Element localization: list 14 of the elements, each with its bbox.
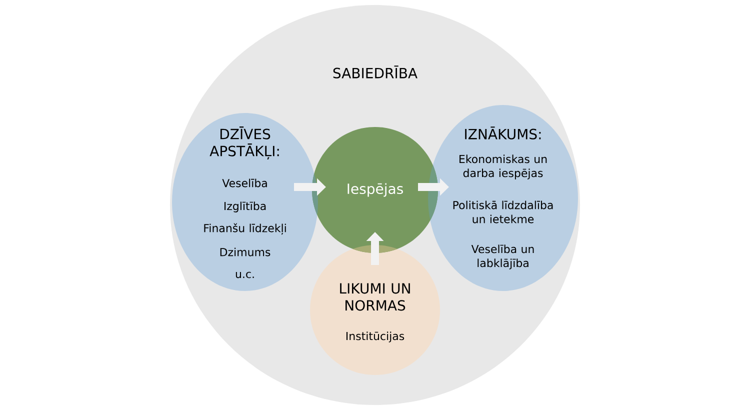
item-label: Finanšu līdzekļi — [204, 223, 286, 235]
heading: IZNĀKUMS: — [465, 126, 541, 140]
item-label: Dzimums — [220, 248, 270, 256]
item-label: Institūcijas — [346, 332, 404, 342]
item-label: Veselība un labklājība — [471, 244, 534, 270]
item-label: u.c. — [236, 272, 254, 278]
heading: DZĪVES APSTĀKĻI: — [210, 126, 279, 160]
item-label: Politiskā līdzdalība un ietekme — [453, 200, 553, 224]
item-label: Izglītība — [224, 202, 266, 212]
heading: LIKUMI UN NORMAS — [340, 283, 410, 311]
heading: SABIEDRĪBA — [333, 66, 418, 78]
item-label: Veselība — [222, 178, 267, 188]
item-label: Ekonomiskas un darba iespējas — [460, 154, 547, 180]
center-label: Iespējas — [348, 183, 403, 197]
